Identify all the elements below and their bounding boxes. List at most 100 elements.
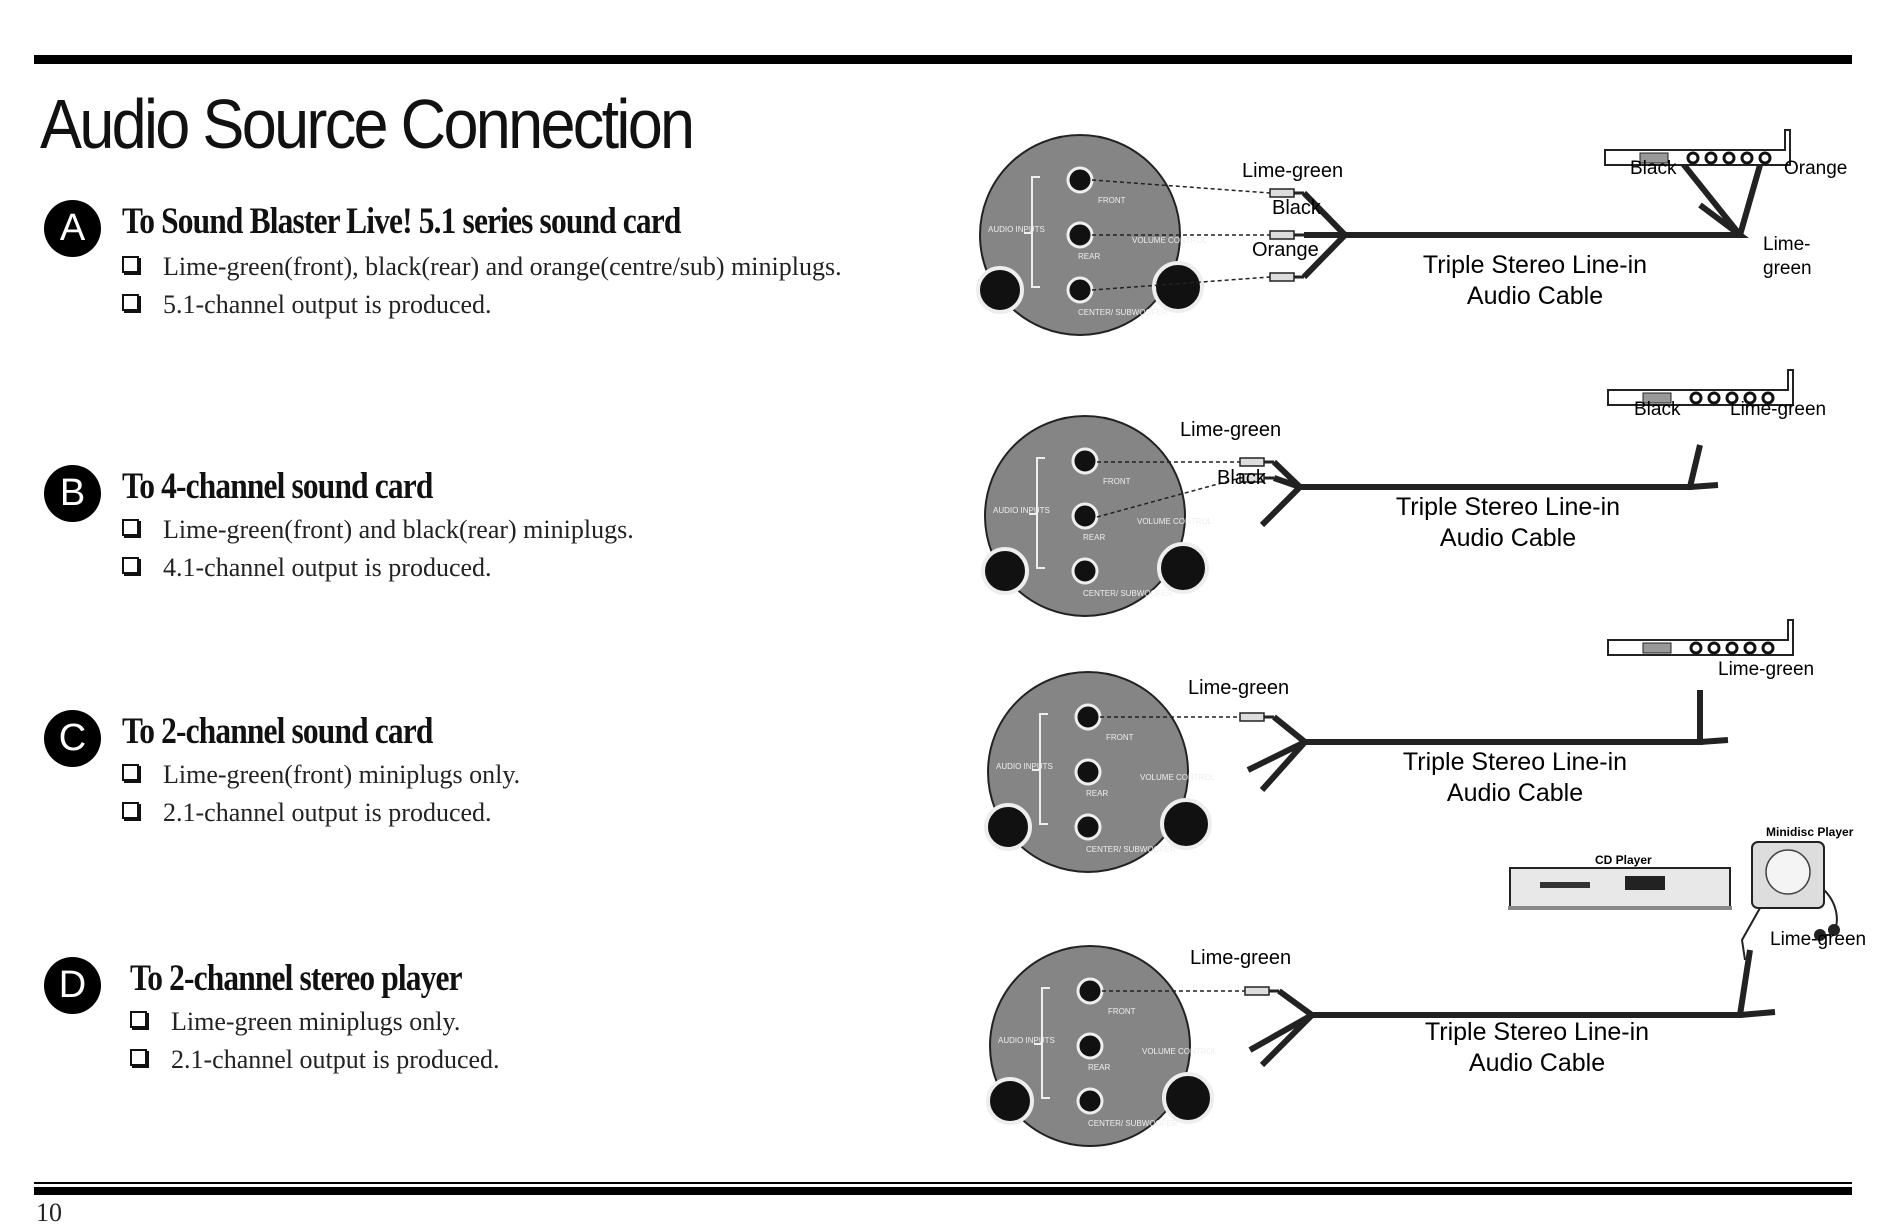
panel-volume-label: VOLUME CONTROL (1142, 1047, 1218, 1056)
panel-rear-label: REAR (1086, 789, 1108, 798)
section-d-bullet-1: Lime-green miniplugs only. (130, 1007, 460, 1037)
panel-front-label: FRONT (1098, 196, 1126, 205)
cable-label-a-line2: Audio Cable (1467, 282, 1603, 310)
section-c-bullet-1: Lime-green(front) miniplugs only. (122, 760, 520, 790)
cable-label-c-line2: Audio Cable (1447, 779, 1583, 807)
minidisc-player (1740, 841, 1840, 961)
section-c-heading: To 2-channel sound card (122, 711, 433, 752)
cable-label-a-line1: Triple Stereo Line-in (1423, 251, 1647, 279)
dotted-guide-lines (1091, 179, 1271, 291)
plug-lime-green-a (1268, 187, 1306, 199)
bottom-rule (34, 1187, 1852, 1195)
dotted-guide-lines (1096, 461, 1241, 518)
cable-label-b-line1: Triple Stereo Line-in (1396, 493, 1620, 521)
diagram-a: AUDIO INPUTS FRONT REAR CENTER/ SUBWOOFE… (976, 128, 1847, 337)
panel-center-sub-label: CENTER/ SUBWOOFER (1083, 589, 1173, 598)
page-number: 10 (36, 1198, 62, 1227)
label-lime-green-b: Lime-green (1180, 419, 1281, 441)
cable-label-b-line2: Audio Cable (1440, 524, 1576, 552)
section-a-heading: To Sound Blaster Live! 5.1 series sound … (122, 201, 681, 242)
panel-front-label: FRONT (1103, 477, 1131, 486)
bullet-text: 5.1-channel output is produced. (163, 290, 492, 319)
label-lime-green-c: Lime-green (1188, 677, 1289, 699)
bullet-text: 2.1-channel output is produced. (171, 1045, 500, 1074)
plug-black-a (1268, 229, 1306, 241)
speaker-panel-c: AUDIO INPUTS FRONT REAR CENTER/ SUBWOOFE… (984, 670, 1216, 874)
section-d-heading: To 2-channel stereo player (130, 958, 463, 999)
label-orange-a: Orange (1252, 239, 1319, 261)
speaker-panel-a: AUDIO INPUTS FRONT REAR CENTER/ SUBWOOFE… (976, 133, 1208, 337)
cd-player-label: CD Player (1595, 853, 1652, 867)
cable-label-c-line1: Triple Stereo Line-in (1403, 748, 1627, 776)
section-c-bullet-2: 2.1-channel output is produced. (122, 798, 492, 828)
player-label-lime-d: Lime-green (1770, 929, 1866, 950)
panel-center-sub-label: CENTER/ SUBWOOFER (1086, 845, 1176, 854)
panel-volume-label: VOLUME CONTROL (1132, 236, 1208, 245)
speaker-panel-d: AUDIO INPUTS FRONT REAR CENTER/ SUBWOOFE… (986, 944, 1218, 1148)
triple-cable-c (1246, 690, 1729, 793)
panel-rear-label: REAR (1088, 1063, 1110, 1072)
sound-card-c (1606, 618, 1795, 657)
card-label-lime-c: Lime-green (1718, 659, 1814, 680)
label-lime-green-a: Lime-green (1242, 160, 1343, 182)
minidisc-player-label: Minidisc Player (1766, 825, 1854, 839)
top-rule (34, 55, 1852, 64)
section-b-bullet-2: 4.1-channel output is produced. (122, 553, 492, 583)
panel-audio-inputs-label: AUDIO INPUTS (993, 506, 1050, 515)
bullet-text: 4.1-channel output is produced. (163, 553, 492, 582)
speaker-panel-b: AUDIO INPUTS FRONT REAR CENTER/ SUBWOOFE… (981, 414, 1213, 618)
panel-audio-inputs-label: AUDIO INPUTS (996, 762, 1053, 771)
triple-cable-d (1248, 949, 1776, 1068)
panel-volume-label: VOLUME CONTROL (1137, 517, 1213, 526)
checkbox-bullet-icon (122, 519, 139, 536)
panel-center-sub-label: CENTER/ SUBWOOFER (1078, 308, 1168, 317)
badge-a: A (44, 200, 101, 257)
badge-b: B (44, 465, 101, 522)
panel-audio-inputs-label: AUDIO INPUTS (998, 1036, 1055, 1045)
checkbox-bullet-icon (130, 1011, 147, 1028)
label-black-b: Black (1217, 467, 1267, 489)
label-lime-green-d: Lime-green (1190, 947, 1291, 969)
checkbox-bullet-icon (122, 294, 139, 311)
card-label-lime-b: Lime-green (1730, 399, 1826, 420)
bottom-rule-thin (34, 1182, 1852, 1184)
plug-lime-green-d (1243, 985, 1281, 997)
section-b-heading: To 4-channel sound card (122, 466, 433, 507)
page-title: Audio Source Connection (40, 85, 695, 163)
section-d-bullet-2: 2.1-channel output is produced. (130, 1045, 500, 1075)
plug-lime-green-c (1238, 711, 1276, 723)
checkbox-bullet-icon (122, 802, 139, 819)
triple-cable-b (1259, 444, 1719, 528)
section-a-bullet-2: 5.1-channel output is produced. (122, 290, 492, 320)
badge-c: C (44, 710, 101, 767)
section-a-bullet-1: Lime-green(front), black(rear) and orang… (122, 252, 842, 282)
card-label-orange-a: Orange (1784, 158, 1847, 179)
bullet-text: Lime-green miniplugs only. (171, 1007, 461, 1036)
diagram-c: AUDIO INPUTS FRONT REAR CENTER/ SUBWOOFE… (984, 618, 1814, 874)
badge-d: D (44, 957, 101, 1014)
diagram-d: AUDIO INPUTS FRONT REAR CENTER/ SUBWOOFE… (986, 825, 1866, 1148)
bullet-text: Lime-green(front) miniplugs only. (163, 760, 521, 789)
panel-front-label: FRONT (1106, 733, 1134, 742)
bullet-text: Lime-green(front) and black(rear) minipl… (163, 515, 634, 544)
cable-label-d-line1: Triple Stereo Line-in (1425, 1018, 1649, 1046)
bullet-text: 2.1-channel output is produced. (163, 798, 492, 827)
card-label-black-b: Black (1634, 399, 1681, 420)
panel-volume-label: VOLUME CONTROL (1140, 773, 1216, 782)
plug-orange-a (1268, 271, 1306, 283)
cable-label-d-line2: Audio Cable (1469, 1049, 1605, 1077)
checkbox-bullet-icon (130, 1049, 147, 1066)
cd-player (1508, 867, 1732, 910)
checkbox-bullet-icon (122, 557, 139, 574)
panel-front-label: FRONT (1108, 1007, 1136, 1016)
checkbox-bullet-icon (122, 764, 139, 781)
panel-rear-label: REAR (1083, 533, 1105, 542)
panel-center-sub-label: CENTER/ SUBWOOFER (1088, 1119, 1178, 1128)
panel-rear-label: REAR (1078, 252, 1100, 261)
card-label-lime-a-2: green (1763, 258, 1812, 279)
diagram-b: AUDIO INPUTS FRONT REAR CENTER/ SUBWOOFE… (981, 368, 1826, 618)
bullet-text: Lime-green(front), black(rear) and orang… (163, 252, 842, 281)
plug-lime-green-b (1238, 456, 1276, 468)
label-black-a: Black (1272, 197, 1322, 219)
